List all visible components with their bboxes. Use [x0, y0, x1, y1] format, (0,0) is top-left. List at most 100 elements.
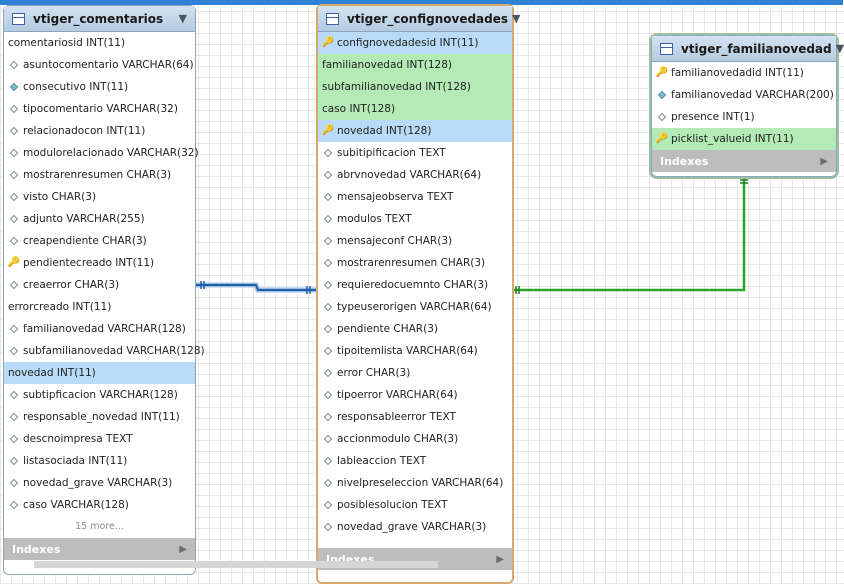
column-label: familianovedad VARCHAR(200) [671, 89, 834, 101]
column-row[interactable]: presence INT(1) [652, 106, 836, 128]
table-icon [12, 12, 25, 25]
column-label: listasociada INT(11) [23, 455, 128, 467]
column-row[interactable]: visto CHAR(3) [4, 186, 195, 208]
column-label: presence INT(1) [671, 111, 755, 123]
column-row[interactable]: subitipificacion TEXT [318, 142, 512, 164]
column-label: tipoitemlista VARCHAR(64) [337, 345, 478, 357]
table-header[interactable]: vtiger_comentarios ▼ [4, 6, 195, 32]
column-row[interactable]: familianovedad VARCHAR(128) [4, 318, 195, 340]
column-row[interactable]: typeuserorigen VARCHAR(64) [318, 296, 512, 318]
horizontal-scrollbar[interactable] [34, 561, 438, 568]
column-row[interactable]: relacionadocon INT(11) [4, 120, 195, 142]
column-row[interactable]: posiblesolucion TEXT [318, 494, 512, 516]
column-label: caso INT(128) [322, 103, 396, 115]
more-columns-label[interactable]: 15 more... [75, 521, 124, 532]
column-row[interactable]: modulorelacionado VARCHAR(32) [4, 142, 199, 164]
table-header[interactable]: vtiger_confignovedades ▼ [318, 6, 520, 32]
column-label: visto CHAR(3) [23, 191, 97, 203]
column-row[interactable]: mensajeconf CHAR(3) [318, 230, 512, 252]
column-label: mensajeconf CHAR(3) [337, 235, 453, 247]
column-diamond-icon [8, 323, 20, 335]
column-label: novedad_grave VARCHAR(3) [337, 521, 487, 533]
table-familianovedad[interactable]: vtiger_familianovedad ▼ 🔑familianovedadi… [651, 35, 844, 177]
column-row[interactable]: lableaccion TEXT [318, 450, 512, 472]
column-row[interactable]: abrvnovedad VARCHAR(64) [318, 164, 512, 186]
table-header[interactable]: vtiger_familianovedad ▼ [652, 36, 844, 62]
column-row[interactable]: tipoerror VARCHAR(64) [318, 384, 512, 406]
column-diamond-icon [322, 477, 334, 489]
column-label: caso VARCHAR(128) [23, 499, 129, 511]
column-row[interactable]: pendiente CHAR(3) [318, 318, 512, 340]
column-label: nivelpreseleccion VARCHAR(64) [337, 477, 504, 489]
column-row[interactable]: tipocomentario VARCHAR(32) [4, 98, 195, 120]
table-name: vtiger_familianovedad [681, 41, 832, 56]
column-row[interactable]: caso VARCHAR(128) [4, 494, 195, 516]
collapse-arrow-icon[interactable]: ▼ [178, 12, 187, 25]
column-row[interactable]: tipoitemlista VARCHAR(64) [318, 340, 512, 362]
indexes-section[interactable]: Indexes ▶ [652, 150, 836, 172]
column-row[interactable]: mostrarenresumen CHAR(3) [318, 252, 512, 274]
column-label: subitipificacion TEXT [337, 147, 446, 159]
column-row[interactable]: descnoimpresa TEXT [4, 428, 195, 450]
column-row[interactable]: 🔑confignovedadesid INT(11) [318, 32, 512, 54]
column-diamond-icon [8, 345, 20, 357]
column-label: pendientecreado INT(11) [23, 257, 155, 269]
column-label: descnoimpresa TEXT [23, 433, 133, 445]
column-row[interactable]: consecutivo INT(11) [4, 76, 195, 98]
column-row[interactable]: subtipficacion VARCHAR(128) [4, 384, 195, 406]
column-diamond-icon [8, 455, 20, 467]
column-row[interactable]: accionmodulo CHAR(3) [318, 428, 512, 450]
relationship-comentarios-confignovedades[interactable] [196, 281, 318, 294]
column-label: error CHAR(3) [337, 367, 411, 379]
collapse-arrow-icon[interactable]: ▼ [512, 12, 521, 25]
column-row[interactable]: subfamilianovedad VARCHAR(128) [4, 340, 205, 362]
column-row[interactable]: familianovedad VARCHAR(200) [652, 84, 836, 106]
table-name: vtiger_comentarios [33, 11, 164, 26]
expand-play-icon[interactable]: ▶ [496, 553, 504, 565]
column-row[interactable]: 🔑novedad INT(128) [318, 120, 512, 142]
column-row[interactable]: mensajeobserva TEXT [318, 186, 512, 208]
column-row[interactable]: familianovedad INT(128) [318, 54, 512, 76]
column-diamond-icon [322, 169, 334, 181]
column-diamond-icon [8, 477, 20, 489]
collapse-arrow-icon[interactable]: ▼ [835, 42, 844, 55]
column-diamond-icon [8, 103, 20, 115]
column-row[interactable]: novedad_grave VARCHAR(3) [318, 516, 512, 538]
expand-play-icon[interactable]: ▶ [179, 543, 187, 555]
column-diamond-icon [8, 433, 20, 445]
column-diamond-icon [322, 147, 334, 159]
column-row[interactable]: comentariosid INT(11) [4, 32, 195, 54]
column-row[interactable]: novedad_grave VARCHAR(3) [4, 472, 195, 494]
column-diamond-icon [322, 345, 334, 357]
column-row[interactable]: novedad INT(11) [4, 362, 195, 384]
indexes-label: Indexes [12, 542, 61, 556]
column-label: posiblesolucion TEXT [337, 499, 448, 511]
column-row[interactable]: creaerror CHAR(3) [4, 274, 195, 296]
table-confignovedades[interactable]: vtiger_confignovedades ▼ 🔑confignovedade… [316, 4, 520, 584]
column-label: mensajeobserva TEXT [337, 191, 454, 203]
column-row[interactable]: requieredocuemnto CHAR(3) [318, 274, 512, 296]
column-row[interactable]: nivelpreseleccion VARCHAR(64) [318, 472, 512, 494]
column-row[interactable]: error CHAR(3) [318, 362, 512, 384]
column-row[interactable]: creapendiente CHAR(3) [4, 230, 195, 252]
column-label: requieredocuemnto CHAR(3) [337, 279, 489, 291]
column-row[interactable]: mostrarenresumen CHAR(3) [4, 164, 195, 186]
column-row[interactable]: modulos TEXT [318, 208, 512, 230]
column-row[interactable]: 🔑picklist_valueid INT(11) [652, 128, 836, 150]
column-row[interactable]: asuntocomentario VARCHAR(64) [4, 54, 195, 76]
column-row[interactable]: caso INT(128) [318, 98, 512, 120]
column-row[interactable]: subfamilianovedad INT(128) [318, 76, 512, 98]
column-row[interactable]: 🔑pendientecreado INT(11) [4, 252, 195, 274]
column-row[interactable]: listasociada INT(11) [4, 450, 195, 472]
relationship-confignovedades-familianovedad[interactable] [512, 176, 748, 294]
table-icon [660, 42, 673, 55]
expand-play-icon[interactable]: ▶ [820, 155, 828, 167]
column-row[interactable]: responsable_novedad INT(11) [4, 406, 195, 428]
table-comentarios[interactable]: vtiger_comentarios ▼ comentariosid INT(1… [3, 5, 205, 575]
column-label: responsable_novedad INT(11) [23, 411, 180, 423]
indexes-section[interactable]: Indexes ▶ [4, 538, 195, 560]
column-row[interactable]: errorcreado INT(11) [4, 296, 195, 318]
column-row[interactable]: adjunto VARCHAR(255) [4, 208, 195, 230]
column-row[interactable]: 🔑familianovedadid INT(11) [652, 62, 836, 84]
column-row[interactable]: responsableerror TEXT [318, 406, 512, 428]
